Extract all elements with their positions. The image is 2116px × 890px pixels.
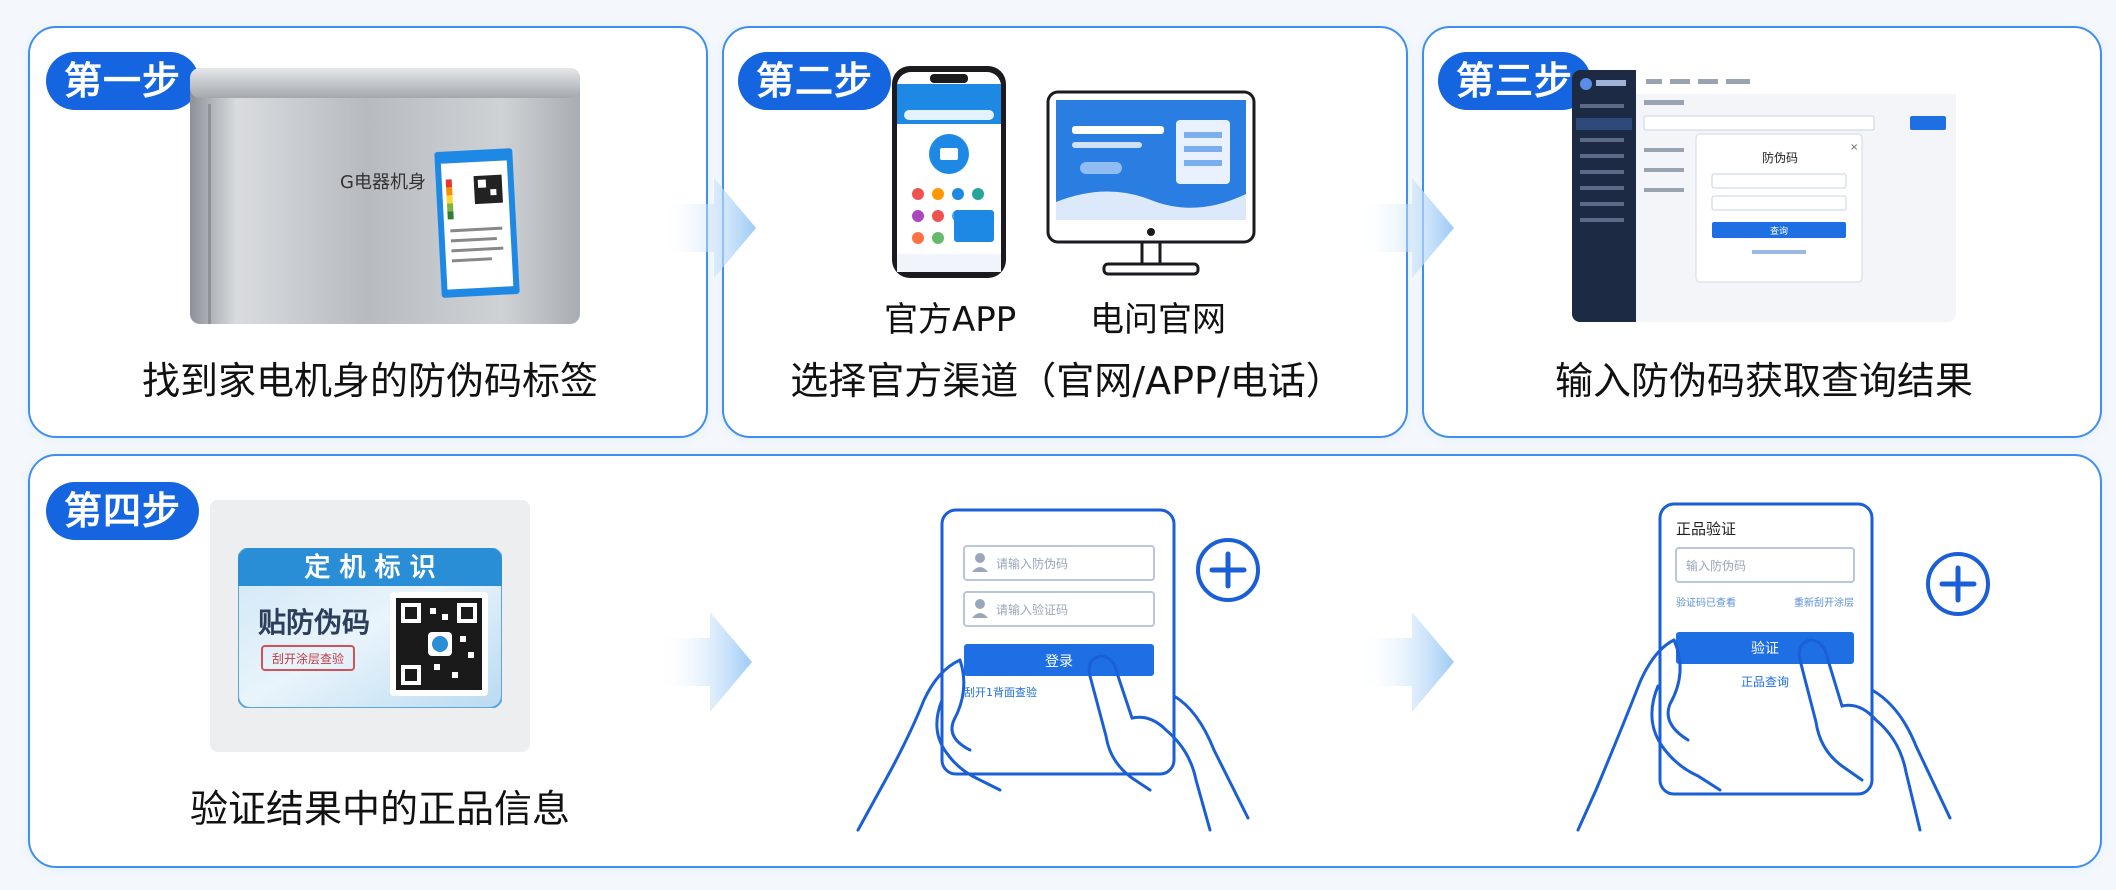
fridge-brand-text: G电器机身 <box>340 172 426 193</box>
step2-badge: 第二步 <box>738 52 892 110</box>
energy-label <box>434 148 520 298</box>
arrow-right-icon <box>1358 612 1454 712</box>
monitor-illustration <box>1046 90 1256 276</box>
tablet2-field-text: 输入防伪码 <box>1686 558 1746 573</box>
tablet2-link-left-text: 验证码已查看 <box>1676 596 1736 609</box>
login-tablet-illustration: 请输入防伪码 请输入验证码 登录 刮开1背面查验 <box>856 508 1260 832</box>
step1-panel: 第一步 <box>28 26 708 438</box>
tablet2-title-text: 正品验证 <box>1676 520 1736 538</box>
tablet1-link-text: 刮开1背面查验 <box>964 685 1037 699</box>
verify-tablet-illustration: 正品验证 输入防伪码 验证码已查看 重新刮开涂层 验证 正品查询 <box>1576 502 1990 832</box>
step1-caption: 找到家电机身的防伪码标签 <box>141 359 598 403</box>
step2-caption: 选择官方渠道（官网/APP/电话） <box>790 359 1344 403</box>
official-app-label: 官方APP <box>884 300 1017 340</box>
dialog-button-text: 查询 <box>1770 225 1788 237</box>
tablet2-result-text: 正品查询 <box>1741 675 1789 689</box>
step3-caption: 输入防伪码获取查询结果 <box>1554 359 1973 403</box>
dialog-title-text: 防伪码 <box>1762 150 1798 165</box>
tablet1-field2-text: 请输入验证码 <box>996 602 1068 617</box>
phone-illustration <box>892 66 1006 278</box>
arrow-right-icon <box>660 178 756 278</box>
tablet2-button-text: 验证 <box>1751 641 1779 657</box>
query-website-illustration: 防伪码 × 查询 <box>1572 70 1956 322</box>
label-title-text: 定 机 标 识 <box>304 552 435 583</box>
official-web-label: 电问官网 <box>1090 300 1226 340</box>
label-stamp-text: 刮开涂层查验 <box>272 651 344 666</box>
arrow-right-icon <box>656 612 752 712</box>
tablet2-link-right-text: 重新刮开涂层 <box>1794 596 1854 609</box>
step3-panel: 第三步 防伪码 × 查询 输入防伪码获取查询结果 <box>1422 26 2102 438</box>
step4-caption: 验证结果中的正品信息 <box>190 787 571 831</box>
tablet1-button-text: 登录 <box>1045 654 1073 670</box>
svg-text:×: × <box>1850 142 1858 153</box>
label-main-text: 贴防伪码 <box>258 606 370 639</box>
step3-badge: 第三步 <box>1438 52 1592 110</box>
step4-badge: 第四步 <box>46 482 200 540</box>
step4-panel: 第四步 定 机 标 识 贴防伪码 刮开涂层查验 <box>28 454 2102 868</box>
tablet1-field1-text: 请输入防伪码 <box>996 556 1068 571</box>
arrow-right-icon <box>1358 178 1454 278</box>
step1-badge: 第一步 <box>46 52 200 110</box>
step2-panel: 第二步 官方APP 电问官网 选择 <box>722 26 1408 438</box>
anti-counterfeit-label: 定 机 标 识 贴防伪码 刮开涂层查验 <box>238 548 502 708</box>
label-photo: 定 机 标 识 贴防伪码 刮开涂层查验 <box>210 500 530 752</box>
fridge-illustration: G电器机身 <box>190 68 580 324</box>
